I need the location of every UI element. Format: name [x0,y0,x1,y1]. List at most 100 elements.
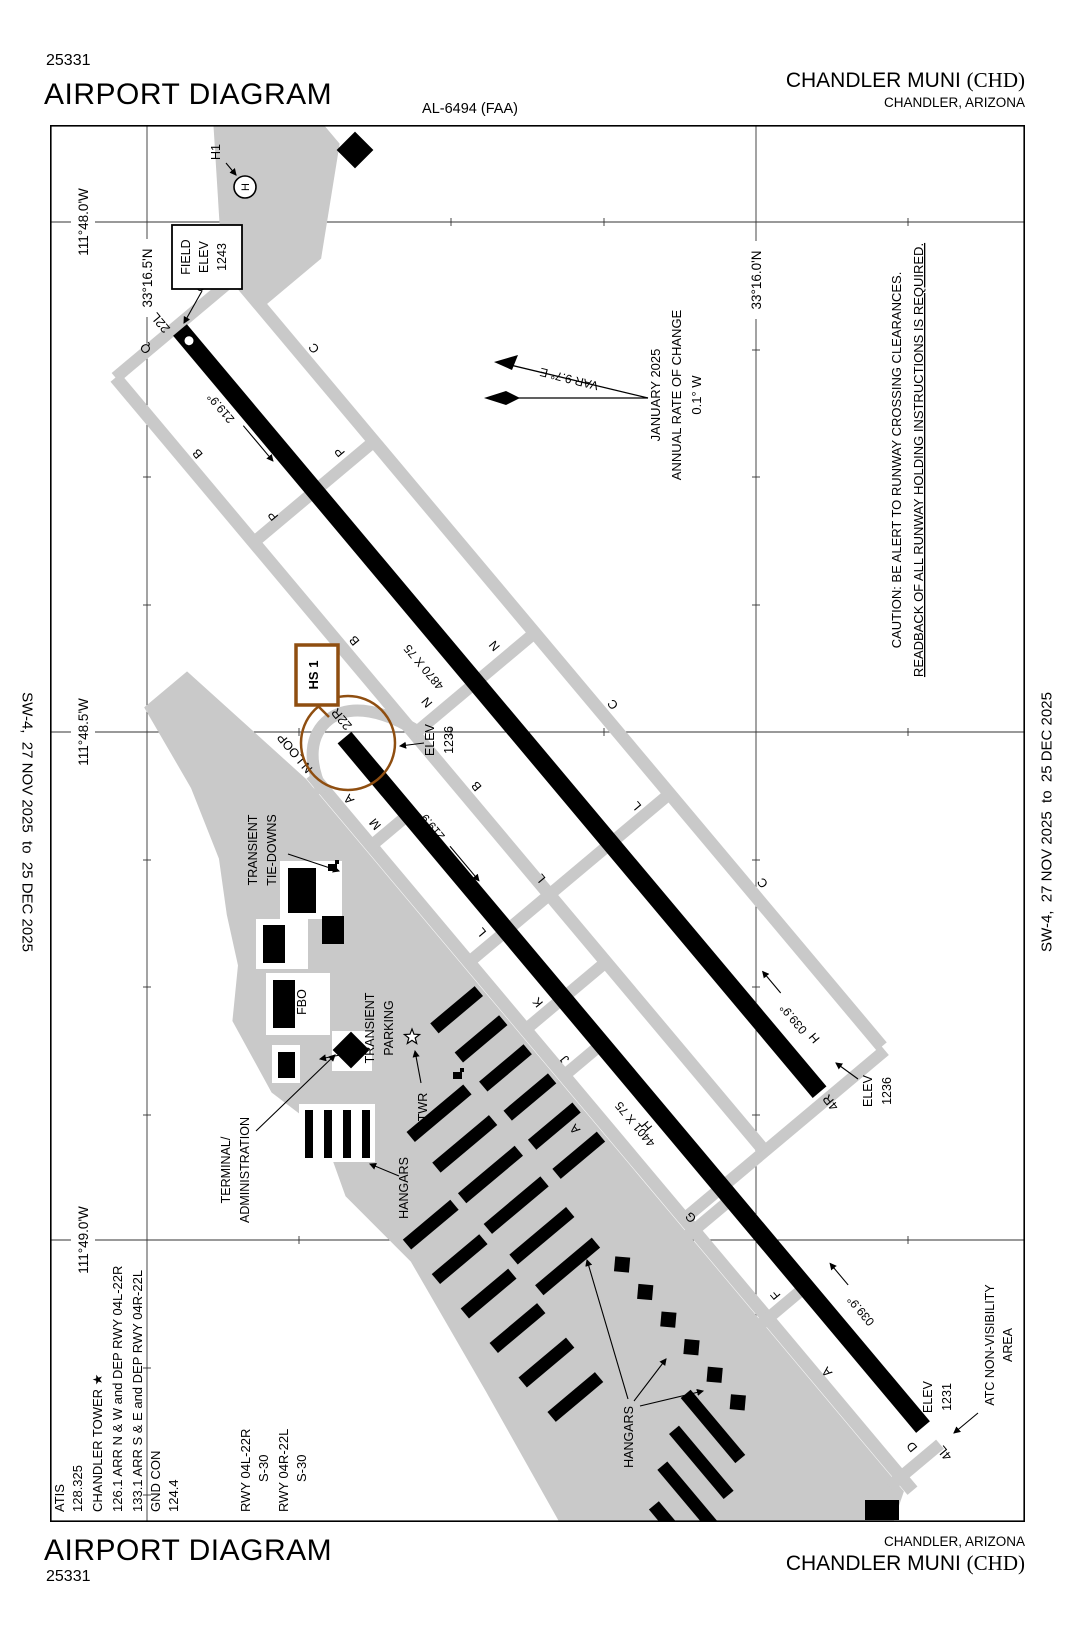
lat-label-16-0: 33°16.0'N [749,250,764,309]
compass-month: JANUARY 2025 [648,349,663,442]
taxiway-label-l3: L [474,925,489,939]
parking-line2: PARKING [382,1000,396,1055]
fuel-pump-icons [328,860,464,1079]
comms-gnd-freq: 124.4 [166,1479,181,1512]
elev-22r-callout: ELEV 1236 [398,723,456,756]
taxiway-a [306,770,918,1495]
city-state-bottom: CHANDLER, ARIZONA [883,1534,1025,1549]
elev-4l-callout: ELEV 1231 [921,1380,954,1413]
twr-arrow [412,1049,422,1084]
helipad-label: H1 [209,144,223,160]
comms-tower-freq1: 126.1 ARR N & W and DEP RWY 04L-22R [110,1266,125,1512]
field-elev-arrow [183,290,203,324]
terminal-building-2 [322,916,344,944]
hotspot-label: HS 1 [306,661,321,690]
lat-label-16-5: 33°16.5'N [140,248,155,307]
field-elev-line1: FIELD [179,239,193,274]
rwy-data-2: S-30 [256,1455,271,1482]
city-state-top: CHANDLER, ARIZONA [883,95,1025,110]
twr-label: TWR [416,1093,430,1121]
fbo-building [273,980,295,1028]
north-ramp [211,125,340,307]
taxiway-label-d: D [904,1439,921,1455]
tower-star-icon [402,1027,422,1045]
taxiway-c [205,241,887,1051]
taxiway-h [676,1045,889,1227]
airport-name-bottom: CHANDLER MUNI (CHD) [785,1551,1025,1575]
terminal-building-3 [263,925,285,963]
big-hangars-label: HANGARS [622,1406,636,1468]
comms-tower: CHANDLER TOWER ★ [90,1374,105,1512]
compass-rose: VAR 9.7° E JANUARY 2025 ANNUAL RATE OF C… [484,309,704,480]
taxiway-q [111,272,240,383]
taxiway-label-n1: N [486,638,503,654]
airport-name-top: CHANDLER MUNI (CHD) [785,68,1025,92]
field-elev-line3: 1243 [215,243,229,271]
graticule-label-masks [71,177,768,1285]
taxiway-l [461,789,674,970]
north-ramp-building [336,131,374,169]
taxiway-b [110,373,767,1152]
edition-date-right: SW-4, 27 NOV 2025 to 25 DEC 2025 [1038,692,1056,952]
heading-arrow-039-1 [762,970,782,994]
compass-rate: ANNUAL RATE OF CHANGE [669,309,684,480]
hangar-field [402,986,746,1522]
chart-border [50,125,1025,1522]
variation-label: VAR 9.7° E [538,365,600,393]
terminal-line2: ADMINISTRATION [238,1117,252,1223]
helipad-h-symbol: H [240,183,252,191]
tiedowns-line1: TRANSIENT [246,814,260,885]
elev-22r-line1: ELEV [423,723,437,756]
comms-tower-freq2: 133.1 ARR S & E and DEP RWY 04R-22L [130,1270,145,1512]
runway-04l-22r [337,731,930,1433]
lon-label-49-0: 111°49.0'W [76,1206,91,1274]
atc-nonvisibility-callout: ATC NON-VISIBILITY AREA [953,1284,1015,1434]
comms-gnd: GND CON [148,1451,163,1512]
elev-4r-arrow [835,1062,859,1080]
elev-4r-callout: ELEV 1236 [835,1062,894,1107]
elev-4r-line1: ELEV [861,1074,875,1107]
buildings [263,131,899,1520]
lon-label-48-5: 111°48.5'W [76,698,91,766]
taxiway-network [110,186,944,1495]
chart-canvas: 111°48.0'W 111°48.5'W 111°49.0'W 33°16.5… [50,125,1025,1522]
taxiway-label-h1: H [806,1030,823,1046]
field-elev-callout: FIELD ELEV 1243 [171,224,243,324]
taxiway-label-b2: B [346,633,362,648]
atc-line2: AREA [1001,1327,1015,1362]
rwy-data-3: RWY 04R-22L [276,1429,291,1512]
heading-arrow-219-2 [449,845,480,882]
small-hangars-label: HANGARS [397,1157,411,1219]
terminal-callout: TERMINAL/ ADMINISTRATION [219,1054,336,1223]
al-number: AL-6494 (FAA) [422,101,518,117]
elev-22r-arrow [398,741,425,749]
page-title-top: AIRPORT DIAGRAM [44,78,333,111]
small-hangar-bars [305,1110,370,1158]
hotspot-box [294,643,340,707]
heading-039-2: 039.9° [844,1293,877,1329]
taxiway-label-b1: B [190,446,206,461]
rwy-data-4: S-30 [294,1455,309,1482]
runway-22l-threshold-dot [184,336,194,346]
heading-arrow-219-1 [242,425,274,462]
taxiway-f [752,1284,807,1333]
comms-atis-freq: 128.325 [70,1465,85,1512]
airport-icao-bottom: (CHD) [966,1551,1025,1575]
atc-arrow [953,1412,979,1434]
caution-line1: CAUTION: BE ALERT TO RUNWAY CROSSING CLE… [889,272,904,649]
edition-date-left: SW-4, 27 NOV 2025 to 25 DEC 2025 [18,692,36,952]
comms-block: ATIS 128.325 CHANDLER TOWER ★ 126.1 ARR … [52,1266,181,1512]
atc-line1: ATC NON-VISIBILITY [983,1284,997,1406]
taxiway-n-loop [306,704,421,796]
small-hangars-callout: HANGARS [369,1157,411,1219]
elev-4l-line2: 1231 [940,1383,954,1411]
tiedowns-callout: TRANSIENT TIE-DOWNS [246,814,341,886]
comms-atis: ATIS [52,1484,67,1512]
taxiway-label-b3: B [469,778,485,793]
tiedowns-line2: TIE-DOWNS [265,814,279,886]
taxiway-d [885,1439,944,1492]
runway-04r-22l [173,324,827,1098]
runway-data-block: RWY 04L-22R S-30 RWY 04R-22L S-30 [238,1429,309,1512]
admin-building [332,1031,370,1069]
magnetic-north-arrowhead [494,355,518,370]
